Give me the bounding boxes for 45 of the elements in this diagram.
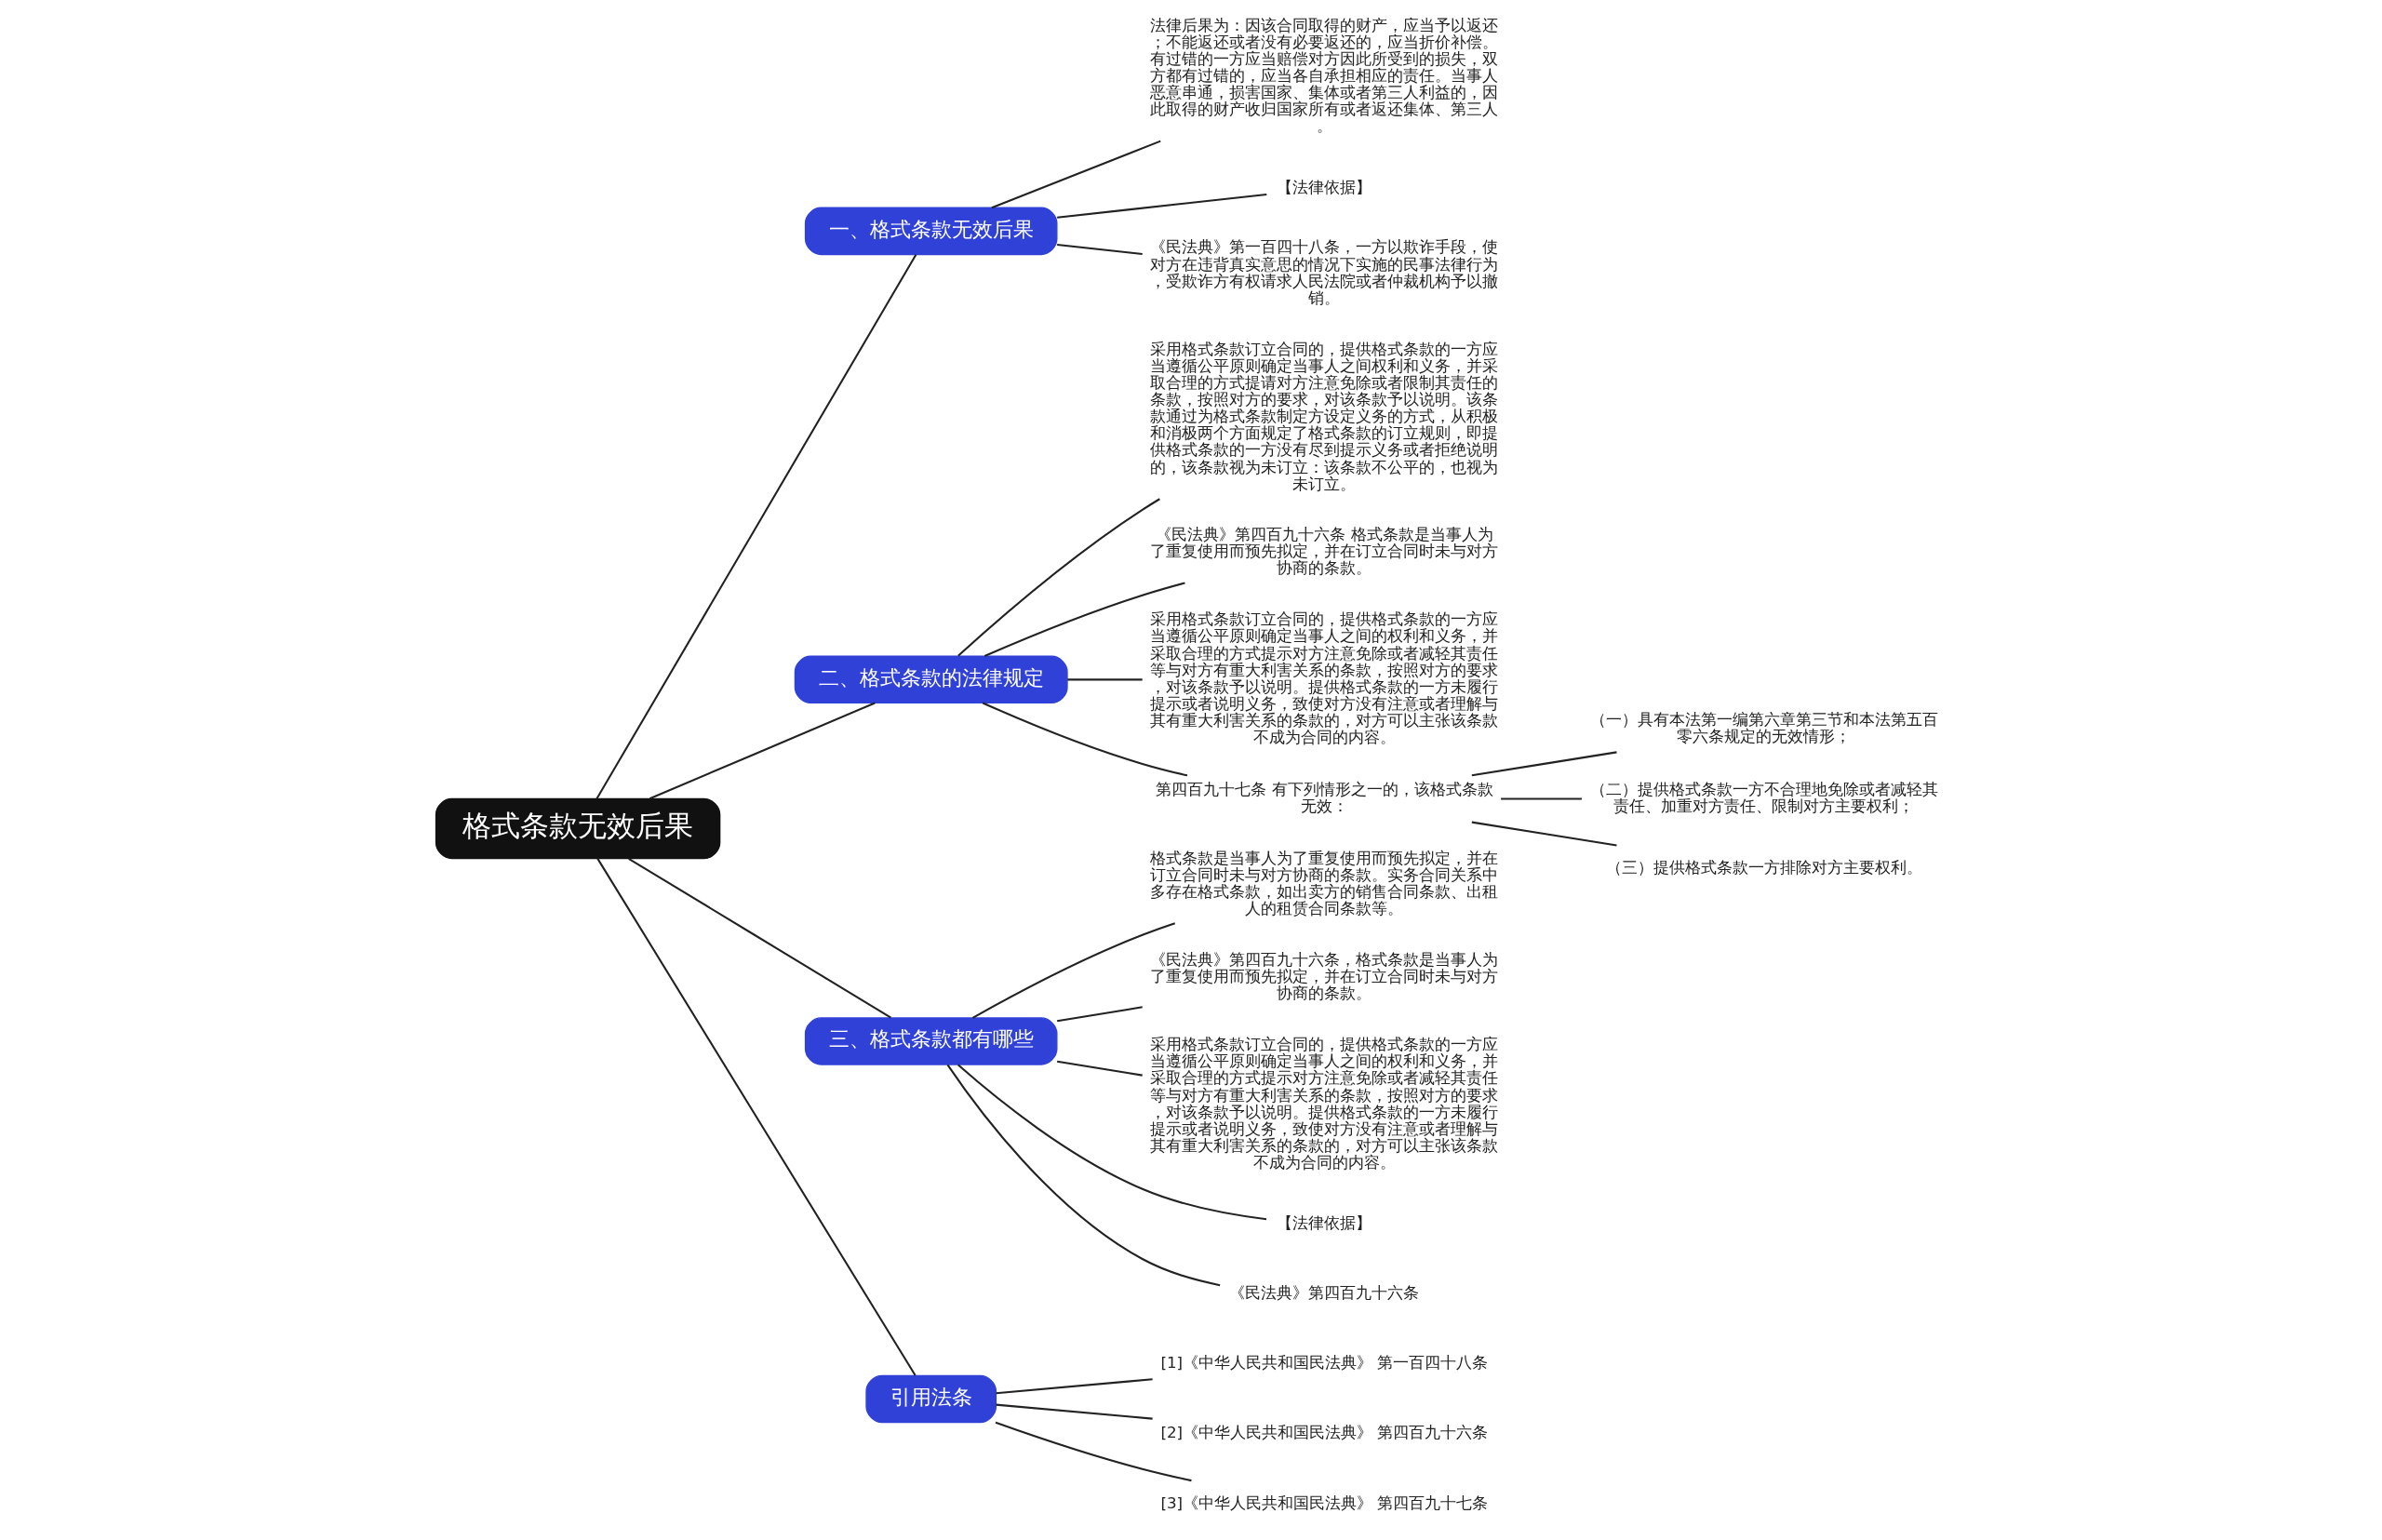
connector <box>957 1064 1267 1221</box>
connector <box>596 858 917 1376</box>
node-box: 一、格式条款无效后果 <box>804 207 1058 256</box>
connector <box>1057 244 1143 256</box>
node-text: 【法律依据】 <box>1277 177 1372 196</box>
node-text: 《民法典》第四百九十六条，格式条款是当事人为了重复使用而预先拟定，并在订立合同时未与对方协商的条款。 <box>1150 949 1499 1003</box>
connector <box>982 702 1188 777</box>
connector <box>984 582 1185 658</box>
node-box: 三、格式条款都有哪些 <box>804 1017 1058 1065</box>
node-text: 采用格式条款订立合同的，提供格式条款的一方应当遵循公平原则确定当事人之间权利和义务，并采取合理的方式提请对方注意免除或者限制其责任的条款，按照对方的要求，对该条款予以说明。该条款通过为格式条款制定方设定义务的方式，从积极和消极两个方面规定了格式条款的订立规则，即提供格式条款的一方没有尽到提示义务或者拒绝说明的，该条款视为未订立：该条款不公平的，也视为未订立。 <box>1150 339 1499 493</box>
node-text: 格式条款是当事人为了重复使用而预先拟定，并在订立合同时未与对方协商的条款。实务合同关系中多存在格式条款，如出卖方的销售合同条款、出租人的租赁合同条款等。 <box>1150 848 1499 917</box>
connector <box>1057 194 1267 219</box>
node-box: 二、格式条款的法律规定 <box>794 655 1068 704</box>
node-text: （三）提供格式条款一方排除对方主要权利。 <box>1605 858 1922 877</box>
connector <box>996 1378 1153 1395</box>
connector <box>957 498 1160 657</box>
connector <box>1501 797 1582 800</box>
connector <box>971 922 1176 1019</box>
connector <box>1471 821 1617 847</box>
connector <box>1067 678 1143 681</box>
connector <box>1056 1006 1143 1023</box>
node-text: 采用格式条款订立合同的，提供格式条款的一方应当遵循公平原则确定当事人之间的权利和义务，并采取合理的方式提示对方注意免除或者减轻其责任等与对方有重大利害关系的条款，按照对方的要求，对该条款予以说明。提供格式条款的一方未履行提示或者说明义务，致使对方没有注意或者理解与其有重大利害关系的条款的，对方可以主张该条款不成为合同的内容。 <box>1150 1035 1499 1172</box>
node-text: 第四百九十七条 有下列情形之一的，该格式条款无效： <box>1156 779 1493 815</box>
connector <box>649 702 876 800</box>
node-box: 格式条款无效后果 <box>435 797 721 860</box>
connector <box>596 254 917 799</box>
connector <box>1056 1060 1143 1077</box>
connector <box>628 857 891 1019</box>
node-text: 《民法典》第四百九十六条 <box>1229 1282 1420 1302</box>
node-text: （一）具有本法第一编第六章第三节和本法第五百零六条规定的无效情形； <box>1589 709 1938 745</box>
node-text: [2]《中华人民共和国民法典》 第四百九十六条 <box>1160 1423 1489 1442</box>
node-text: （二）提供格式条款一方不合理地免除或者减轻其责任、加重对方责任、限制对方主要权利； <box>1589 779 1938 815</box>
node-text: 《民法典》第一百四十八条，一方以欺诈手段，使对方在违背真实意思的情况下实施的民事法律行为，受欺诈方有权请求人民法院或者仲裁机构予以撤销。 <box>1150 237 1499 307</box>
connector <box>991 140 1161 209</box>
node-text: [3]《中华人民共和国民法典》 第四百九十七条 <box>1160 1493 1489 1512</box>
connector <box>995 1421 1192 1482</box>
connector <box>1471 751 1617 777</box>
connector <box>996 1403 1153 1420</box>
node-box: 引用法条 <box>865 1374 997 1424</box>
node-text: 法律后果为：因该合同取得的财产，应当予以返还；不能返还或者没有必要返还的，应当折价补偿。有过错的一方应当赔偿对方因此所受到的损失，双方都有过错的，应当各自承担相应的责任。当事人恶意串通，损害国家、集体或者第三人利益的，因此取得的财产收归国家所有或者返还集体、第三人。 <box>1150 15 1499 136</box>
node-text: 《民法典》第四百九十六条 格式条款是当事人为了重复使用而预先拟定，并在订立合同时未与对方协商的条款。 <box>1150 525 1499 578</box>
node-text: 采用格式条款订立合同的，提供格式条款的一方应当遵循公平原则确定当事人之间的权利和义务，并采取合理的方式提示对方注意免除或者减轻其责任等与对方有重大利害关系的条款，按照对方的要求，对该条款予以说明。提供格式条款的一方未履行提示或者说明义务，致使对方没有注意或者理解与其有重大利害关系的条款的，对方可以主张该条款不成为合同的内容。 <box>1150 609 1499 747</box>
connector <box>946 1064 1221 1287</box>
node-text: [1]《中华人民共和国民法典》 第一百四十八条 <box>1160 1353 1489 1373</box>
node-text: 【法律依据】 <box>1277 1212 1372 1232</box>
